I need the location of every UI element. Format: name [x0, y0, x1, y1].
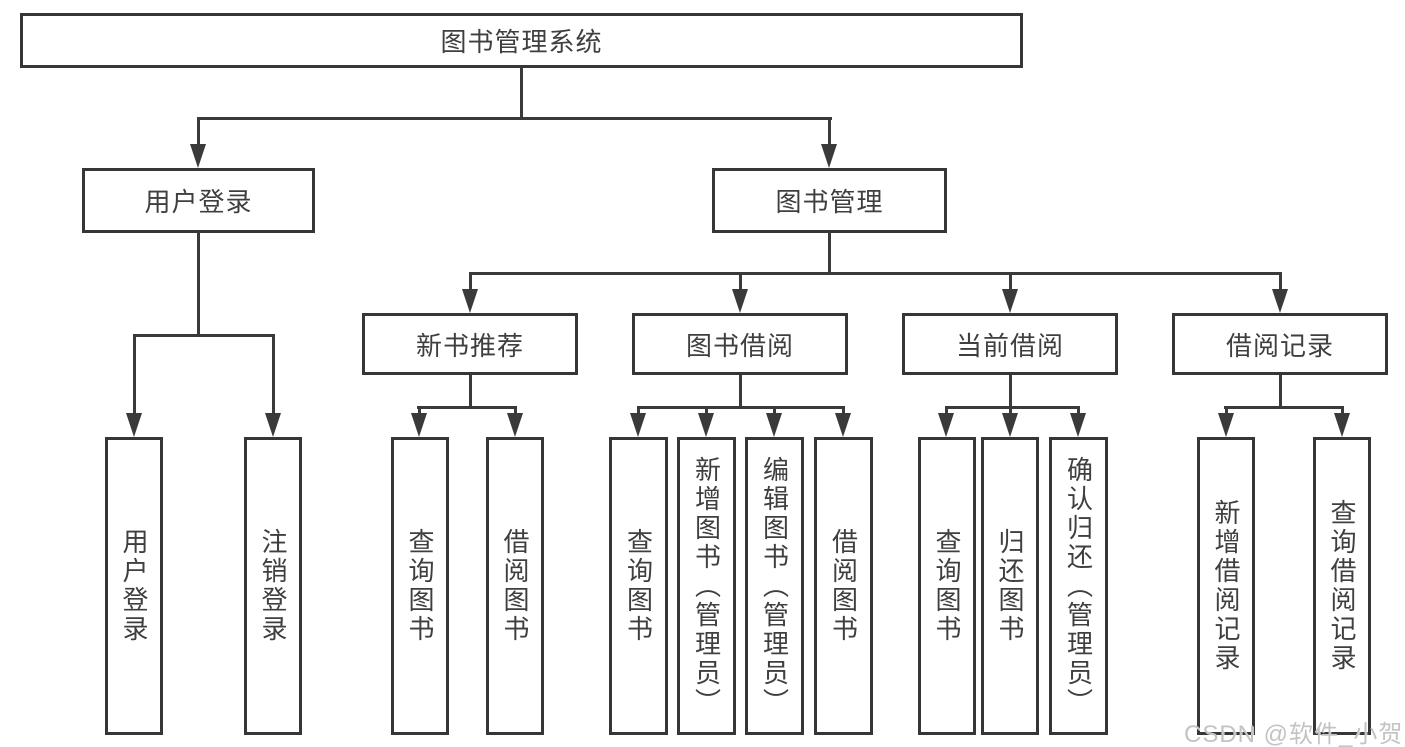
arrowhead-down-icon [190, 144, 206, 168]
node-borrow-books-recommend: 借阅图书 [486, 437, 544, 735]
arrowhead-down-icon [630, 413, 646, 437]
arrowhead-down-icon [938, 413, 954, 437]
arrowhead-down-icon [835, 413, 851, 437]
connector-line [739, 274, 742, 295]
connector-line [945, 406, 1080, 409]
arrowhead-down-icon [732, 289, 748, 313]
connector-line [469, 272, 1282, 275]
csdn-watermark: CSDN @软件_小贺同学 [1184, 721, 1404, 747]
node-add-borrow-record: 新增借阅记录 [1197, 437, 1255, 735]
arrowhead-down-icon [126, 413, 142, 437]
node-book-borrowing: 图书借阅 [632, 313, 848, 375]
connector-line [197, 117, 832, 120]
arrowhead-down-icon [411, 413, 427, 437]
node-borrowing-records: 借阅记录 [1172, 313, 1388, 375]
connector-line [1009, 274, 1012, 295]
node-confirm-return-admin: 确认归还（管理员） [1049, 437, 1108, 735]
connector-line [1279, 274, 1282, 295]
node-return-books: 归还图书 [981, 437, 1039, 735]
connector-line [133, 334, 275, 337]
node-query-books-recommend: 查询图书 [391, 437, 449, 735]
arrowhead-down-icon [766, 413, 782, 437]
arrowhead-down-icon [462, 289, 478, 313]
connector-line [1224, 406, 1344, 409]
node-user-login: 用户登录 [82, 168, 315, 233]
arrowhead-down-icon [1218, 413, 1234, 437]
arrowhead-down-icon [265, 413, 281, 437]
connector-line [272, 336, 275, 419]
arrowhead-down-icon [1272, 289, 1288, 313]
connector-line [133, 336, 136, 419]
node-current-borrowing: 当前借阅 [902, 313, 1118, 375]
connector-line [828, 232, 831, 274]
connector-line [1279, 375, 1282, 408]
node-query-books-borrow: 查询图书 [609, 437, 668, 735]
node-library-management-system: 图书管理系统 [20, 13, 1023, 68]
node-edit-book-admin: 编辑图书（管理员） [745, 437, 804, 735]
connector-line [469, 274, 472, 295]
arrowhead-down-icon [1334, 413, 1350, 437]
arrowhead-down-icon [1002, 289, 1018, 313]
connector-line [828, 118, 831, 150]
arrowhead-down-icon [821, 144, 837, 168]
connector-line [469, 375, 472, 408]
connector-line [417, 406, 517, 409]
arrowhead-down-icon [1002, 413, 1018, 437]
connector-line [197, 232, 200, 336]
node-book-management: 图书管理 [712, 168, 947, 233]
node-logout: 注销登录 [244, 437, 302, 735]
arrowhead-down-icon [698, 413, 714, 437]
connector-line [1009, 375, 1012, 408]
node-new-book-recommendation: 新书推荐 [362, 313, 578, 375]
node-user-login-leaf: 用户登录 [105, 437, 163, 735]
connector-line [637, 406, 845, 409]
connector-line [197, 118, 200, 150]
connector-line [739, 375, 742, 408]
arrowhead-down-icon [1070, 413, 1086, 437]
connector-line [520, 67, 523, 119]
node-query-borrow-record: 查询借阅记录 [1313, 437, 1371, 735]
node-add-book-admin: 新增图书（管理员） [677, 437, 736, 735]
arrowhead-down-icon [507, 413, 523, 437]
node-query-books-current: 查询图书 [918, 437, 976, 735]
node-borrow-books-borrow: 借阅图书 [814, 437, 873, 735]
